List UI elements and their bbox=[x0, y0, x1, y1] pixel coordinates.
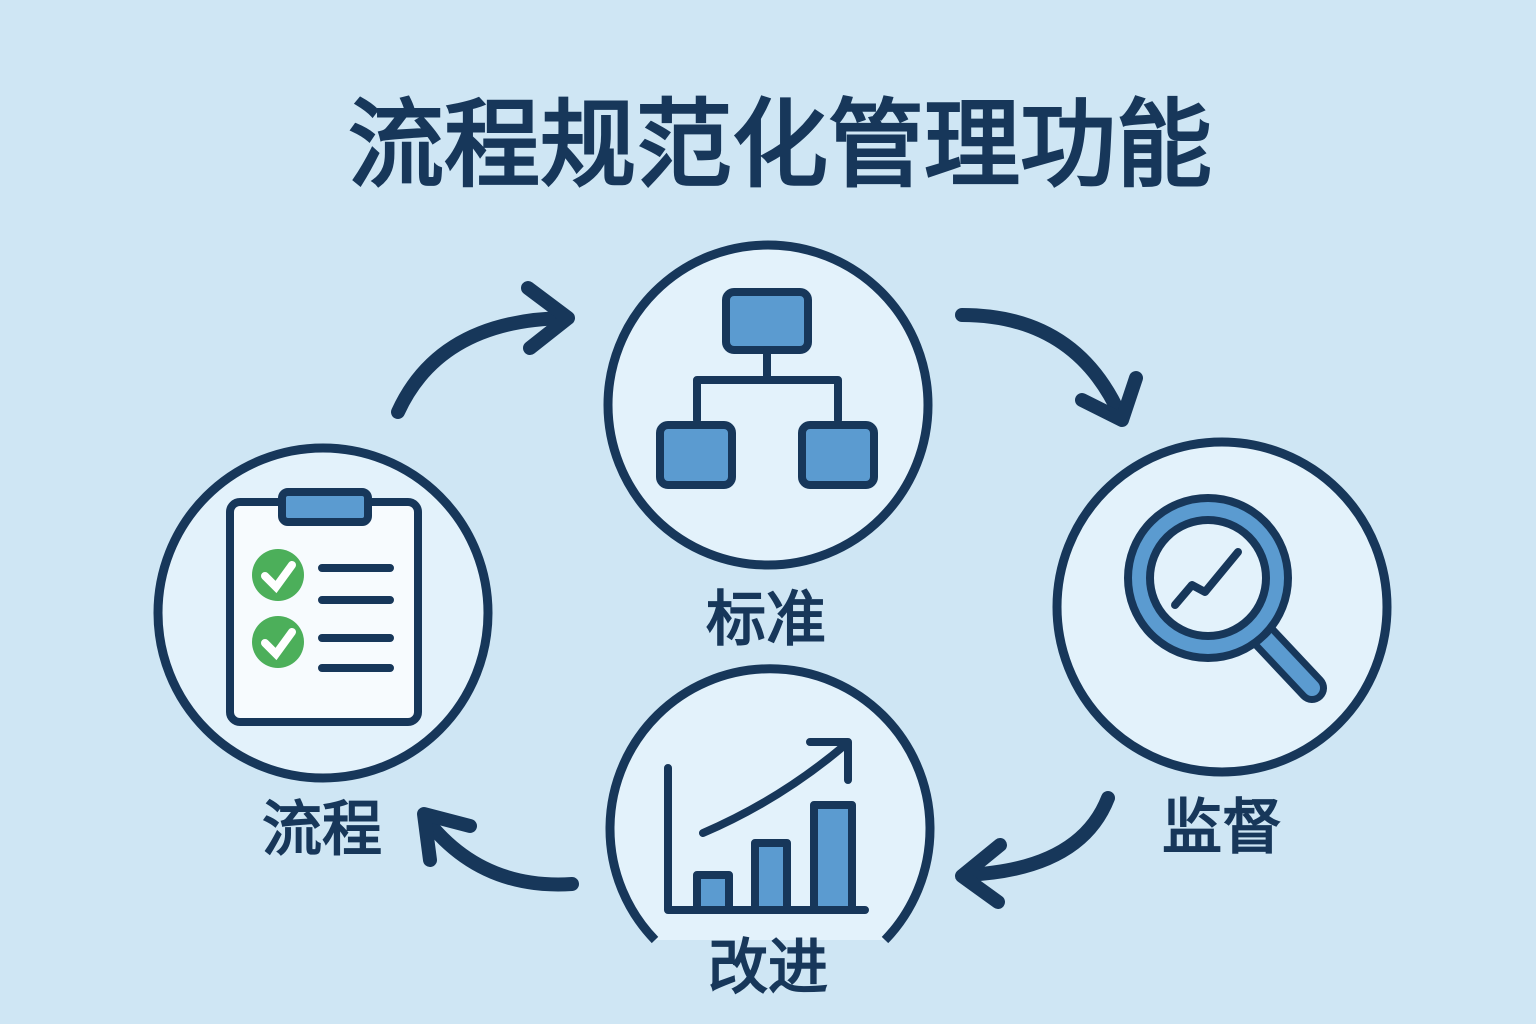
arrow-monitor-to-improve bbox=[955, 791, 1115, 909]
node-monitor: 监督 bbox=[1052, 437, 1392, 863]
arrow-improve-to-process bbox=[417, 807, 579, 892]
arrow-standard-to-monitor bbox=[955, 308, 1143, 427]
org-chart-icon bbox=[656, 288, 878, 489]
node-standard: 标准 bbox=[603, 240, 933, 655]
node-label-standard: 标准 bbox=[706, 585, 826, 655]
node-label-improve: 改进 bbox=[708, 933, 828, 1003]
node-label-process: 流程 bbox=[262, 795, 382, 865]
checklist-clipboard-icon bbox=[226, 488, 422, 726]
page-title: 流程规范化管理功能 bbox=[348, 89, 1212, 201]
node-label-monitor: 监督 bbox=[1162, 793, 1282, 863]
node-improve: 改进 bbox=[605, 664, 935, 1003]
arrow-process-to-standard bbox=[391, 281, 575, 419]
magnifier-trend-icon bbox=[1124, 494, 1327, 703]
node-process: 流程 bbox=[153, 443, 493, 865]
growth-bar-chart-icon bbox=[664, 738, 869, 914]
